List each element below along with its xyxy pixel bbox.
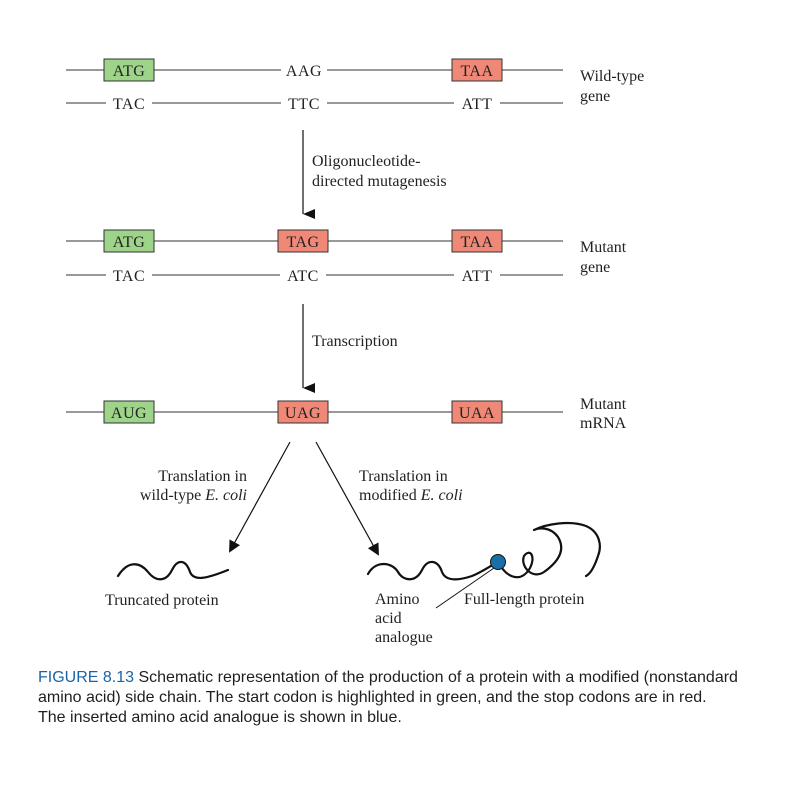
truncated-protein-chain	[116, 560, 230, 581]
wild-type-gene: ATG AAG TAA TAC TTC ATT Wild-type gene	[66, 58, 644, 113]
codon-bottom-1: TAC	[113, 268, 145, 285]
start-codon-box	[103, 400, 155, 424]
mutant-gene: ATG TAG TAA TAC ATC ATT Mutant gene	[66, 229, 627, 285]
mutant-mrna: AUG UAG UAA Mutant mRNA	[66, 396, 627, 432]
figure-caption: FIGURE 8.13 Schematic representation of …	[38, 668, 738, 728]
codon-bottom-2: ATC	[287, 268, 319, 285]
mutagenesis-diagram: ATG AAG TAA TAC TTC ATT Wild-type gene O…	[66, 58, 644, 646]
wild-type-label-2: gene	[580, 88, 610, 105]
stop-codon-box	[451, 58, 503, 82]
codon-2: UAG	[285, 405, 321, 422]
amino-acid-analogue-dot	[490, 554, 506, 570]
codon-top-1: ATG	[113, 63, 146, 80]
codon-bottom-1: TAC	[113, 96, 145, 113]
full-length-chain-part2	[496, 521, 601, 579]
codon-bottom-2: TTC	[288, 96, 320, 113]
mrna-label-1: Mutant	[580, 396, 627, 413]
full-length-protein-label: Full-length protein	[464, 591, 584, 608]
truncated-protein-label: Truncated protein	[105, 592, 219, 609]
analogue-label-1: Amino	[375, 591, 419, 608]
analogue-label-3: analogue	[375, 629, 433, 646]
codon-top-2: AAG	[286, 63, 322, 80]
translation-right-label-1: Translation in	[359, 468, 448, 485]
modified-translation-arrow	[315, 441, 379, 556]
transcription-label: Transcription	[312, 333, 398, 350]
mrna-label-2: mRNA	[580, 415, 627, 432]
codon-top-2: TAG	[286, 234, 319, 251]
mutant-gene-label-1: Mutant	[580, 239, 627, 256]
translation-right-label-2: modified E. coli	[359, 487, 463, 504]
start-codon-box	[103, 58, 155, 82]
wild-type-label-1: Wild-type	[580, 68, 644, 85]
codon-top-1: ATG	[113, 234, 146, 251]
translation-left-label-1: Translation in	[158, 468, 247, 485]
codon-3: UAA	[459, 405, 495, 422]
full-length-chain-part1	[366, 560, 500, 581]
codon-1: AUG	[111, 405, 147, 422]
analogue-pointer-line	[435, 567, 495, 609]
start-codon-box	[103, 229, 155, 253]
stop-codon-box	[277, 229, 329, 253]
stop-codon-box	[451, 229, 503, 253]
caption-text: Schematic representation of the producti…	[38, 669, 738, 726]
analogue-label-2: acid	[375, 610, 402, 627]
codon-top-3: TAA	[460, 63, 493, 80]
figure-number: FIGURE 8.13	[38, 669, 135, 686]
mutagenesis-label-2: directed mutagenesis	[312, 173, 447, 190]
codon-bottom-3: ATT	[462, 268, 493, 285]
codon-top-3: TAA	[460, 234, 493, 251]
stop-codon-box	[277, 400, 329, 424]
mutant-gene-label-2: gene	[580, 259, 610, 276]
codon-bottom-3: ATT	[462, 96, 493, 113]
translation-left-label-2: wild-type E. coli	[140, 487, 247, 504]
wild-type-translation-arrow	[229, 441, 291, 553]
mutagenesis-label-1: Oligonucleotide-	[312, 153, 420, 170]
stop-codon-box	[451, 400, 503, 424]
